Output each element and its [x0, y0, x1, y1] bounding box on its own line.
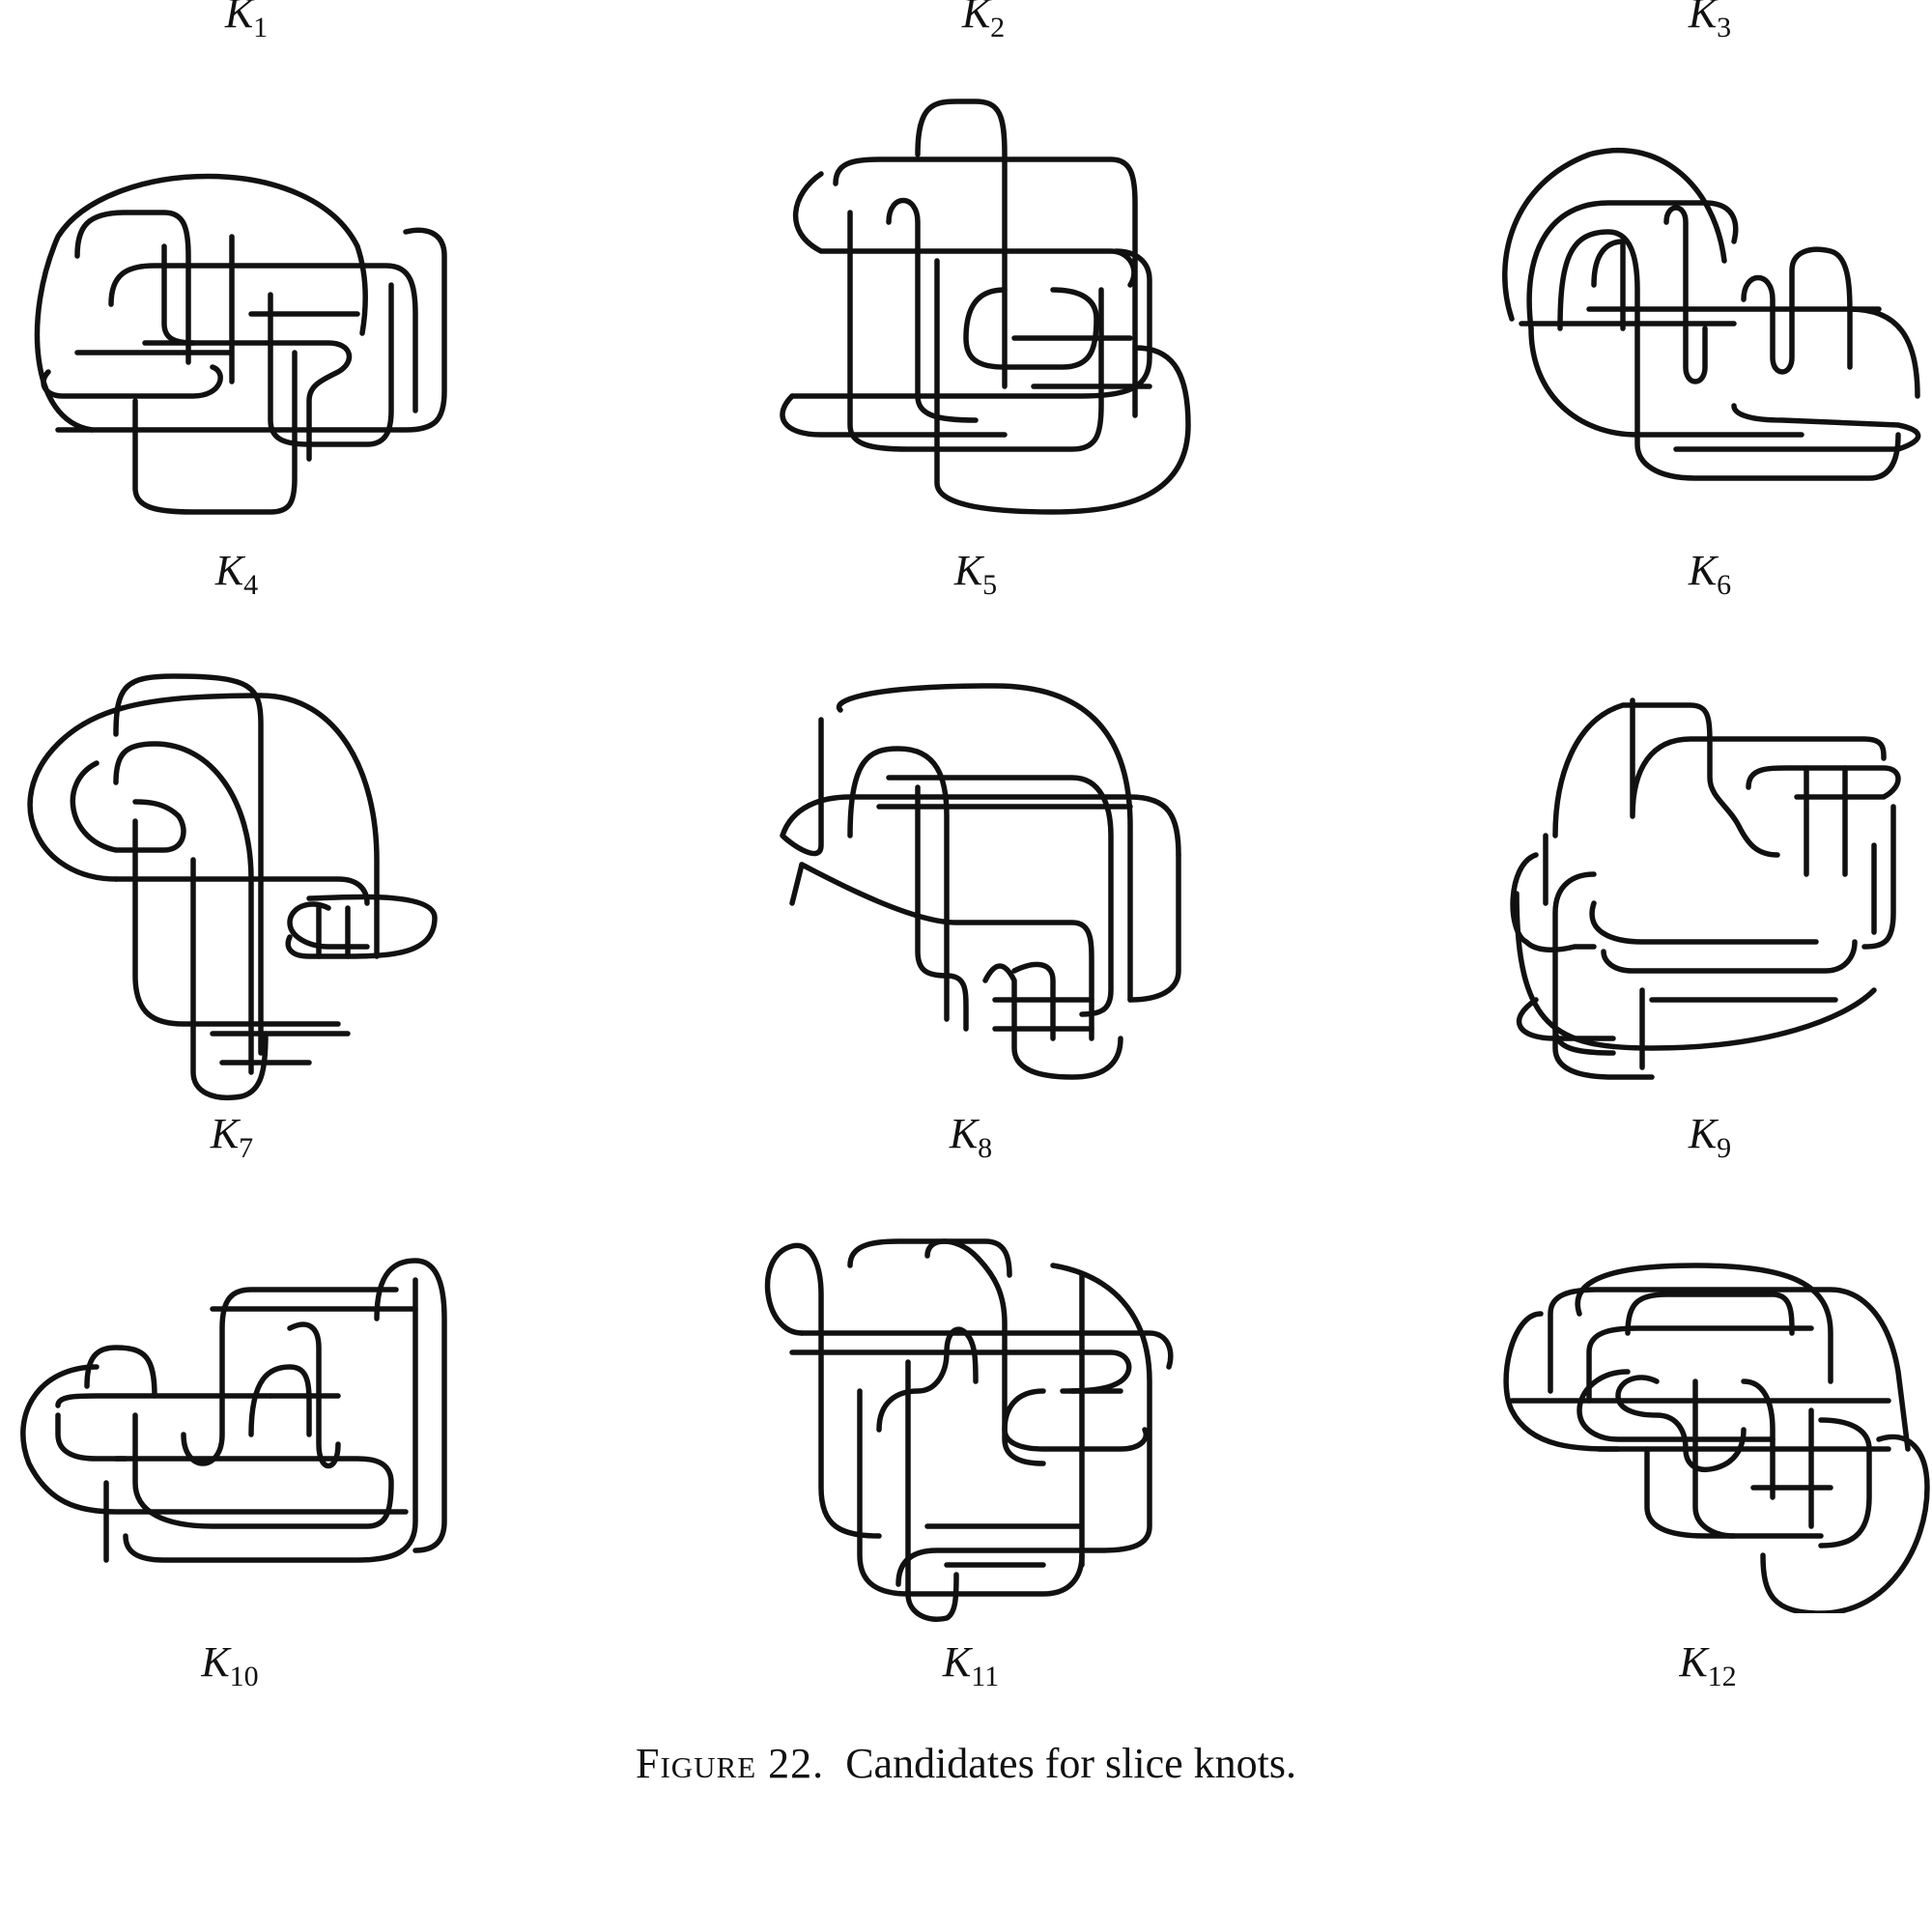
knot-label-k5: K5 [953, 547, 998, 601]
figure-number: Figure 22. [636, 1740, 825, 1787]
knot-diagram-k5 [763, 97, 1198, 531]
knot-label-k12: K12 [1679, 1638, 1737, 1692]
knot-diagram-k9 [1497, 681, 1932, 1087]
knot-diagram-k4 [19, 140, 454, 526]
knot-diagram-k11 [763, 1236, 1198, 1623]
knot-diagram-k12 [1502, 1256, 1932, 1613]
knot-label-k8: K8 [949, 1110, 993, 1164]
knot-diagram-k7 [19, 667, 454, 1101]
knot-label-k1: K1 [224, 0, 269, 43]
figure-caption-text: Candidates for slice knots. [845, 1740, 1296, 1787]
knot-label-k10: K10 [201, 1638, 259, 1692]
figure-caption: Figure 22. Candidates for slice knots. [0, 1739, 1932, 1788]
knot-label-k9: K9 [1688, 1110, 1732, 1164]
knot-label-k11: K11 [942, 1638, 1000, 1692]
knot-label-k4: K4 [214, 547, 259, 601]
knot-diagram-k10 [19, 1251, 454, 1618]
knot-label-k7: K7 [210, 1110, 254, 1164]
knot-label-k3: K3 [1688, 0, 1732, 43]
knot-diagram-k6 [1492, 145, 1927, 512]
knot-label-k2: K2 [961, 0, 1006, 43]
knot-diagram-k8 [763, 681, 1198, 1087]
knot-label-k6: K6 [1688, 547, 1732, 601]
